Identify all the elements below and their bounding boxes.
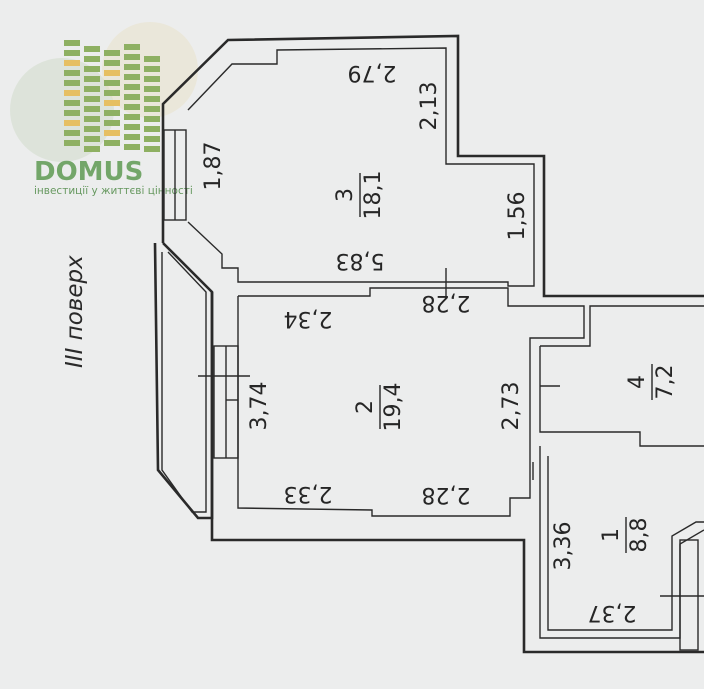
logo-bar (124, 124, 140, 130)
dim-room2-top-left: 2,34 (284, 306, 333, 331)
logo-bar (104, 120, 120, 126)
logo-bar (144, 116, 160, 122)
logo-bar (104, 130, 120, 136)
logo-bar (84, 116, 100, 122)
logo-bar (84, 86, 100, 92)
room-4-number: 4 (625, 375, 650, 389)
room-3-area: 18,1 (361, 171, 386, 220)
logo-bar (104, 50, 120, 56)
logo-bar (64, 140, 80, 146)
logo-bar (104, 110, 120, 116)
room-1-number: 1 (599, 528, 624, 542)
logo-bar (124, 104, 140, 110)
logo-bar (124, 114, 140, 120)
logo-tagline: інвестиції у життєві цінності (34, 185, 193, 197)
logo-bar (64, 90, 80, 96)
logo-bar (124, 84, 140, 90)
room2-inner-wall (237, 287, 585, 517)
room3-inner-wall (187, 47, 535, 287)
logo-bar (64, 60, 80, 66)
room-3-number: 3 (333, 188, 358, 202)
dim-room2-bottom-left: 2,33 (284, 481, 333, 506)
logo-bar (144, 96, 160, 102)
room-2-number: 2 (353, 400, 378, 414)
logo-bar (84, 146, 100, 152)
logo-bar (84, 76, 100, 82)
logo-bar (84, 136, 100, 142)
room4-bottom-wall (539, 346, 704, 447)
balcony-outline (153, 242, 214, 520)
logo-bar (104, 90, 120, 96)
logo-bar (64, 50, 80, 56)
dim-room3-right-upper: 2,13 (417, 82, 442, 131)
floor-label: III поверх (62, 255, 88, 368)
domus-logo: DOMUS інвестиції у життєві цінності (10, 22, 198, 197)
logo-bar (124, 74, 140, 80)
logo-bar (84, 96, 100, 102)
room1-window (679, 539, 699, 651)
logo-bar (124, 54, 140, 60)
logo-bar (84, 66, 100, 72)
logo-bar (64, 100, 80, 106)
room-2-label: 2 19,4 (353, 383, 406, 432)
logo-bar (84, 56, 100, 62)
dim-room2-left: 3,74 (247, 382, 272, 431)
logo-bar (144, 126, 160, 132)
room-1-area: 8,8 (627, 518, 652, 553)
logo-bar (144, 86, 160, 92)
logo-bar (64, 80, 80, 86)
logo-bar (104, 80, 120, 86)
logo-bar (84, 106, 100, 112)
logo-bar (64, 40, 80, 46)
logo-bar (124, 144, 140, 150)
logo-bar (64, 130, 80, 136)
logo-bar (64, 110, 80, 116)
logo-bar (124, 94, 140, 100)
logo-bar (104, 60, 120, 66)
room4-top-wall (540, 305, 704, 347)
dim-room3-bottom: 5,83 (336, 248, 385, 273)
logo-bar (124, 44, 140, 50)
logo-bar (84, 46, 100, 52)
dim-room3-top: 2,79 (348, 60, 397, 85)
logo-bar (64, 120, 80, 126)
room-4-area: 7,2 (653, 365, 678, 400)
logo-bar (124, 64, 140, 70)
balcony-inner (161, 251, 207, 513)
dim-room1-left: 3,36 (551, 522, 576, 571)
outer-wall-top (161, 34, 704, 298)
logo-buildings-icon (64, 40, 160, 152)
logo-bar (64, 70, 80, 76)
logo-bar (144, 106, 160, 112)
logo-bar (144, 136, 160, 142)
logo-bar (104, 140, 120, 146)
logo-bar (144, 146, 160, 152)
dim-room1-bottom: 2,37 (588, 600, 637, 625)
room1-inner-wall (547, 456, 704, 631)
dim-room3-right-lower: 1,56 (505, 192, 530, 241)
logo-bar (84, 126, 100, 132)
outer-wall-bottom (210, 292, 704, 654)
dim-room2-right: 2,73 (499, 382, 524, 431)
room-4-label: 4 7,2 (625, 364, 678, 400)
dim-room2-bottom-right: 2,28 (422, 482, 471, 507)
logo-bar (104, 70, 120, 76)
logo-bar (144, 76, 160, 82)
logo-bar (104, 100, 120, 106)
logo-bar (124, 134, 140, 140)
logo-bar (144, 66, 160, 72)
logo-bar (144, 56, 160, 62)
room-1-label: 1 8,8 (599, 517, 652, 553)
room-3-label: 3 18,1 (333, 171, 386, 220)
dim-room2-top-right: 2,28 (422, 290, 471, 315)
dim-room3-left: 1,87 (201, 142, 226, 191)
room-2-area: 19,4 (381, 383, 406, 432)
logo-name: DOMUS (34, 157, 143, 187)
